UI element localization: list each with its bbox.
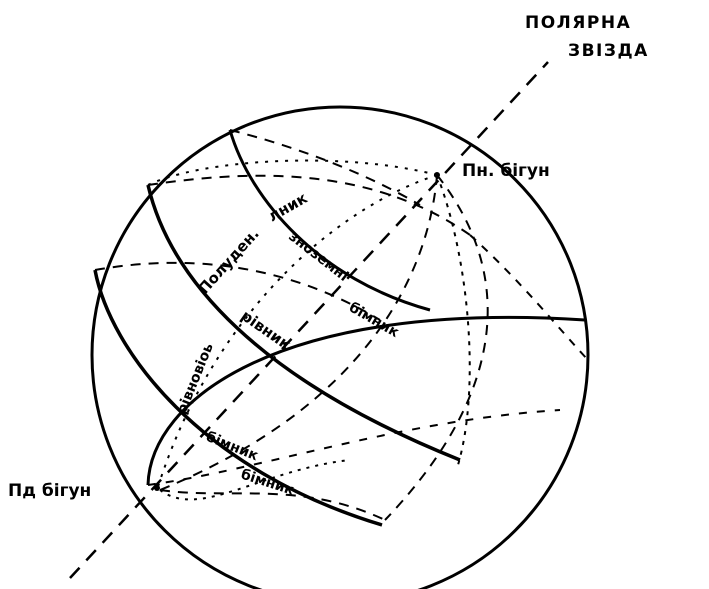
ecliptic-front — [148, 317, 585, 485]
celestial-axis — [70, 62, 548, 578]
tropic-south-upper-label: рівновіоь — [174, 341, 217, 417]
tropic-north-upper-label: зноземні — [286, 229, 352, 285]
equator-back — [148, 176, 470, 235]
meridian-front-1 — [385, 175, 488, 520]
equator-label: рівник — [238, 307, 295, 354]
meridian-label: Полуден. — [195, 225, 263, 298]
north-pole-label: Пн. бігун — [462, 161, 550, 181]
meridian-back-3 — [148, 161, 437, 185]
tropic-north-lower-label: бімник — [346, 300, 402, 342]
polaris-label-line2: ЗВІЗДА — [568, 41, 649, 61]
north-pole-point — [434, 172, 440, 178]
tropic-south-lower-label: бімник — [204, 429, 261, 465]
ecliptic-back — [148, 410, 560, 485]
polaris-label-line1: ПОЛЯРНА — [525, 13, 631, 33]
south-band-label: бімник — [239, 467, 297, 499]
meridian-label-cont: лник — [265, 189, 310, 226]
south-pole-point — [154, 485, 160, 491]
south-pole-label: Пд бігун — [8, 481, 91, 501]
tropic-north-back — [230, 130, 420, 205]
